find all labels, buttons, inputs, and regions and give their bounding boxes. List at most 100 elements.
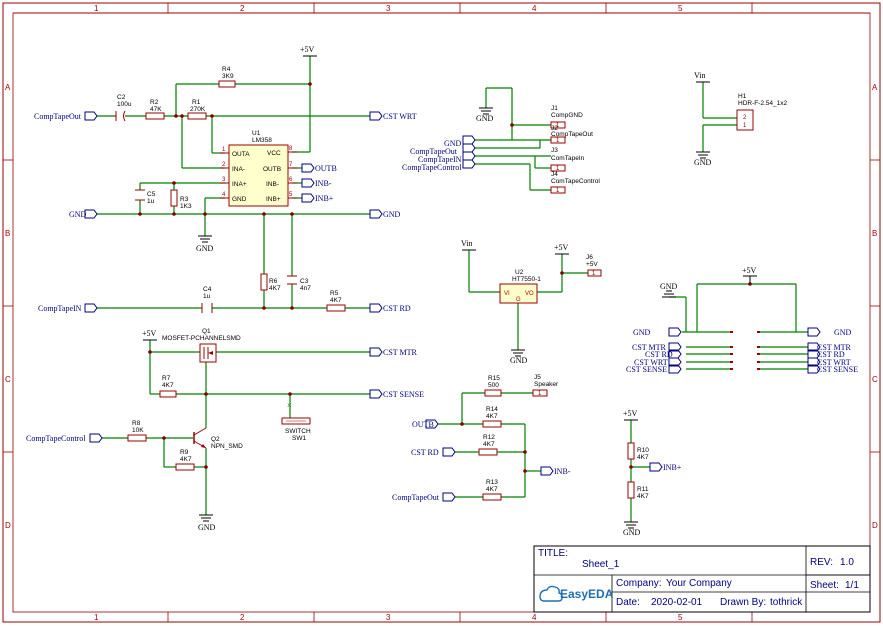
company-value: Your Company <box>666 578 732 589</box>
row-label: C <box>5 375 11 384</box>
r7: R7 4K7 <box>159 375 177 398</box>
col-label: 2 <box>240 613 245 622</box>
sheet-value: 1/1 <box>845 580 859 591</box>
ref: J1 <box>551 105 558 112</box>
gnd-label: GND <box>694 158 712 167</box>
row-label: D <box>5 521 11 530</box>
col-label: 5 <box>678 613 683 622</box>
ref: C4 <box>203 286 212 293</box>
ref: R11 <box>637 486 649 493</box>
pin-number: 1 <box>592 271 596 277</box>
r11: R11 4K7 <box>627 481 649 500</box>
pin-number: 1 <box>556 123 560 129</box>
row-label: C <box>872 375 878 384</box>
gnd-label: GND <box>198 523 216 532</box>
value: NPN_SMD <box>211 443 243 450</box>
net-label: CompTapeIN <box>38 304 82 313</box>
value: 500 <box>488 382 499 389</box>
net-label: GND <box>69 210 87 219</box>
wires <box>97 56 808 522</box>
value: 4K7 <box>637 454 649 461</box>
value: 4K7 <box>486 413 498 420</box>
net-label: CST SENSE <box>383 390 424 399</box>
power-label: +5V <box>142 329 157 338</box>
ref: R1 <box>192 99 201 106</box>
row-label: A <box>5 83 11 92</box>
gnd-j1 <box>479 107 493 115</box>
ref: C5 <box>147 191 156 198</box>
title-value: Sheet_1 <box>582 559 620 570</box>
value: 4K7 <box>486 486 498 493</box>
power-label: Vin <box>694 71 706 80</box>
no-connect-mark: × <box>287 401 292 410</box>
ref: R8 <box>132 420 141 427</box>
power-label: Vin <box>461 239 473 248</box>
h1-header: 2 1 H1 HDR-F-2.54_1x2 <box>736 93 788 131</box>
net-label: GND <box>444 139 462 148</box>
pin-number: 6 <box>289 177 293 183</box>
ref: U2 <box>515 269 524 276</box>
gnd-label: GND <box>660 282 678 291</box>
power-label: +5V <box>554 243 569 252</box>
net-label: CST SENSE <box>817 365 858 374</box>
power-vin-u2: Vin <box>461 239 476 251</box>
r10: R10 4K7 <box>627 442 649 461</box>
ref: J3 <box>551 147 558 154</box>
ref: R14 <box>486 406 498 413</box>
net-label: INB+ <box>315 194 334 203</box>
pin-number: 5 <box>289 192 293 198</box>
net-label: CST RD <box>411 448 439 457</box>
col-label: 3 <box>386 613 391 622</box>
net-label: CST WRT <box>817 358 851 367</box>
pin-name: INB+ <box>266 196 281 203</box>
net-label: GND <box>633 328 651 337</box>
ref: R12 <box>483 434 495 441</box>
ref: C3 <box>300 278 309 285</box>
net-label: CST WRT <box>383 112 417 121</box>
net-label: CompTapeOut <box>34 112 82 121</box>
value: 3K9 <box>222 73 234 80</box>
net-label: OUTB <box>315 164 337 173</box>
ref: Q1 <box>202 328 211 335</box>
pin-number: 1 <box>556 166 560 172</box>
sw1-switch: × SWITCH SW1 <box>281 401 311 442</box>
value: 4n7 <box>300 285 311 292</box>
net-label: INB+ <box>663 463 682 472</box>
net-label: CompTapeIN <box>418 155 462 164</box>
r3: R3 1K3 <box>170 189 192 210</box>
power-vin-h1: Vin <box>694 71 710 83</box>
j2-connector: 1 J2 CompTapeOut <box>550 125 593 144</box>
ref: H1 <box>738 93 747 100</box>
value: 100u <box>117 101 132 108</box>
net-label: CompTapeControl <box>26 434 86 443</box>
ref: R10 <box>637 447 649 454</box>
power-5v-u2: +5V <box>554 243 569 255</box>
col-label: 4 <box>532 613 537 622</box>
ref: C2 <box>117 94 126 101</box>
row-label: B <box>872 229 877 238</box>
pin-number: 7 <box>289 162 293 168</box>
net-labels: CompTapeOut GND CompTapeIN CompTapeContr… <box>26 112 858 502</box>
j1-connector: 1 J1 CompGND <box>550 105 583 129</box>
value: +5V <box>586 261 598 268</box>
value: 4K7 <box>162 382 174 389</box>
col-label: 4 <box>532 4 537 13</box>
gnd-u1 <box>198 235 212 243</box>
pin-number: 3 <box>222 177 226 183</box>
power-label: +5V <box>742 266 757 275</box>
ref: Q2 <box>211 436 220 443</box>
date-value: 2020-02-01 <box>651 597 703 608</box>
r14: R14 4K7 <box>482 406 502 428</box>
rev-value: 1.0 <box>840 557 854 568</box>
r15: R15 500 <box>484 375 502 397</box>
r12: R12 4K7 <box>478 434 498 456</box>
ref: R6 <box>269 278 278 285</box>
j6-connector: 1 J6 +5V <box>586 254 602 277</box>
r1: R1 270K <box>187 99 207 120</box>
pin-name: INA- <box>232 166 245 173</box>
net-label: CST MTR <box>817 343 852 352</box>
pin-number: 4 <box>222 192 226 198</box>
j4-connector: 1 J4 ComTapeControl <box>550 171 600 194</box>
passthrough-pads <box>730 331 760 370</box>
